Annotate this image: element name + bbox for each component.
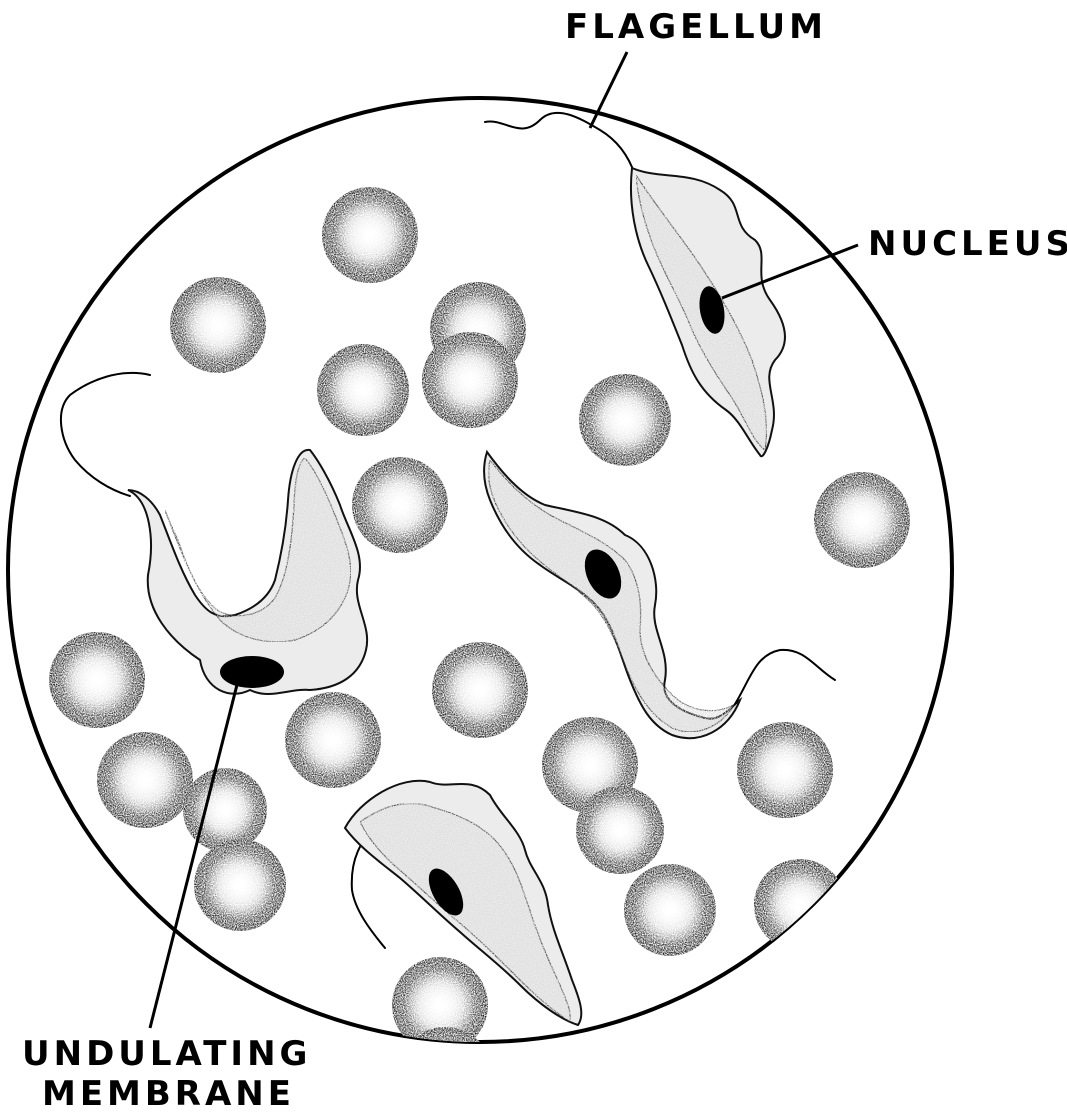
red-blood-cell	[352, 457, 448, 553]
nucleus-left	[220, 656, 284, 688]
red-blood-cell	[194, 839, 286, 931]
red-blood-cell	[285, 692, 381, 788]
red-blood-cell	[624, 864, 716, 956]
label-undulating-line2: MEMBRANE	[42, 1074, 295, 1113]
label-flagellum: FLAGELLUM	[565, 7, 827, 47]
red-blood-cell	[97, 732, 193, 828]
red-blood-cell	[579, 374, 671, 466]
label-undulating-line1: UNDULATING	[22, 1034, 311, 1074]
red-blood-cell	[432, 642, 528, 738]
red-blood-cell	[183, 768, 267, 852]
label-nucleus: NUCLEUS	[868, 224, 1067, 264]
red-blood-cell	[814, 472, 910, 568]
red-blood-cell	[576, 786, 664, 874]
red-blood-cell	[317, 344, 409, 436]
red-blood-cell	[737, 722, 833, 818]
red-blood-cell	[49, 632, 145, 728]
red-blood-cell	[322, 187, 418, 283]
red-blood-cell	[422, 332, 518, 428]
red-blood-cell	[754, 859, 846, 951]
red-blood-cell	[170, 277, 266, 373]
